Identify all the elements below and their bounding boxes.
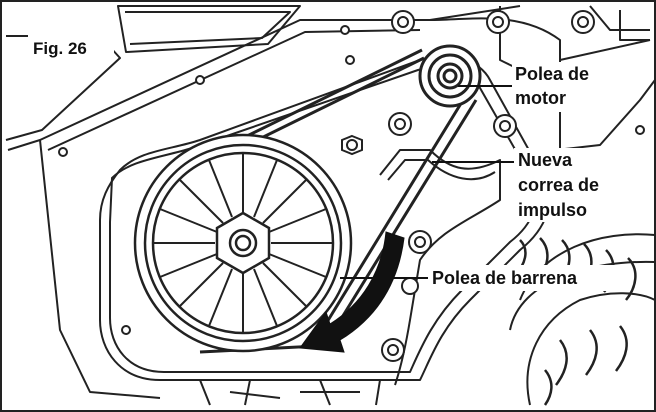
label-motor-pulley-line1: Polea de [515,64,589,84]
auger-pulley-spokes [153,153,333,333]
bolt-guide [408,230,432,254]
auger-pulley [133,133,353,353]
figure-number: Fig. 26 [33,39,87,58]
hole-1 [58,147,68,157]
bolt-lower-right [401,277,419,295]
hole-6 [635,125,645,135]
motor-label-bg [512,62,620,112]
label-new-belt-line2: correa de [518,175,599,195]
hole-2 [195,75,205,85]
bolt-top-1 [391,10,415,34]
belt-label-bg [514,148,626,222]
motor-pulley [418,44,482,108]
fig-label-bg [28,34,114,60]
hole-5 [345,55,355,65]
hole-4 [121,325,131,335]
bolt-mid-2 [493,114,517,138]
bolt-mid-1 [388,112,412,136]
label-auger-pulley: Polea de barrena [432,268,578,288]
bolt-hex-center [341,134,363,156]
auger-label-bg [428,265,618,291]
bolt-bottom [381,338,405,362]
label-motor-pulley-line2: motor [515,88,566,108]
leader-lines [340,85,516,279]
label-new-belt-line3: impulso [518,200,587,220]
label-new-belt-line1: Nueva [518,150,573,170]
bolt-top-2 [486,10,510,34]
bolt-top-3 [571,10,595,34]
rotation-arrow [299,231,405,353]
hole-3 [340,25,350,35]
